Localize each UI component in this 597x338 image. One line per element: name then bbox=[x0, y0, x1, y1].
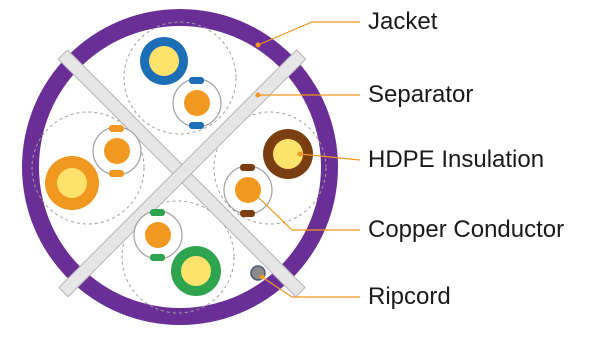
leader-insulation bbox=[299, 153, 361, 161]
separator-cross bbox=[57, 49, 307, 298]
white-green-wire-conductor bbox=[145, 222, 171, 248]
white-blue-wire-conductor bbox=[184, 90, 210, 116]
separator-label: Separator bbox=[368, 81, 474, 108]
brown-wire-conductor bbox=[273, 139, 303, 169]
leader-jacket bbox=[257, 21, 360, 46]
pair-blue bbox=[140, 37, 222, 129]
pair-orange bbox=[45, 125, 142, 210]
orange-wire-conductor bbox=[57, 168, 87, 198]
pair-boundary-left bbox=[31, 111, 145, 225]
conductor-label: Copper Conductor bbox=[368, 216, 565, 243]
pair-green bbox=[133, 209, 221, 296]
pair-boundary-top bbox=[123, 21, 237, 135]
green-wire-conductor bbox=[181, 256, 211, 286]
pair-boundary-right bbox=[213, 111, 327, 225]
white-orange-wire-conductor bbox=[104, 138, 130, 164]
pair-brown bbox=[223, 129, 313, 217]
pair-boundary-bottom bbox=[121, 200, 235, 314]
ripcord-label: Ripcord bbox=[368, 283, 451, 310]
insulation-label: HDPE Insulation bbox=[368, 146, 545, 173]
leader-conductor bbox=[253, 192, 360, 231]
blue-wire-conductor bbox=[149, 46, 179, 76]
white-brown-wire-conductor bbox=[235, 177, 261, 203]
jacket-label: Jacket bbox=[368, 8, 438, 35]
leader-ripcord bbox=[261, 276, 360, 298]
